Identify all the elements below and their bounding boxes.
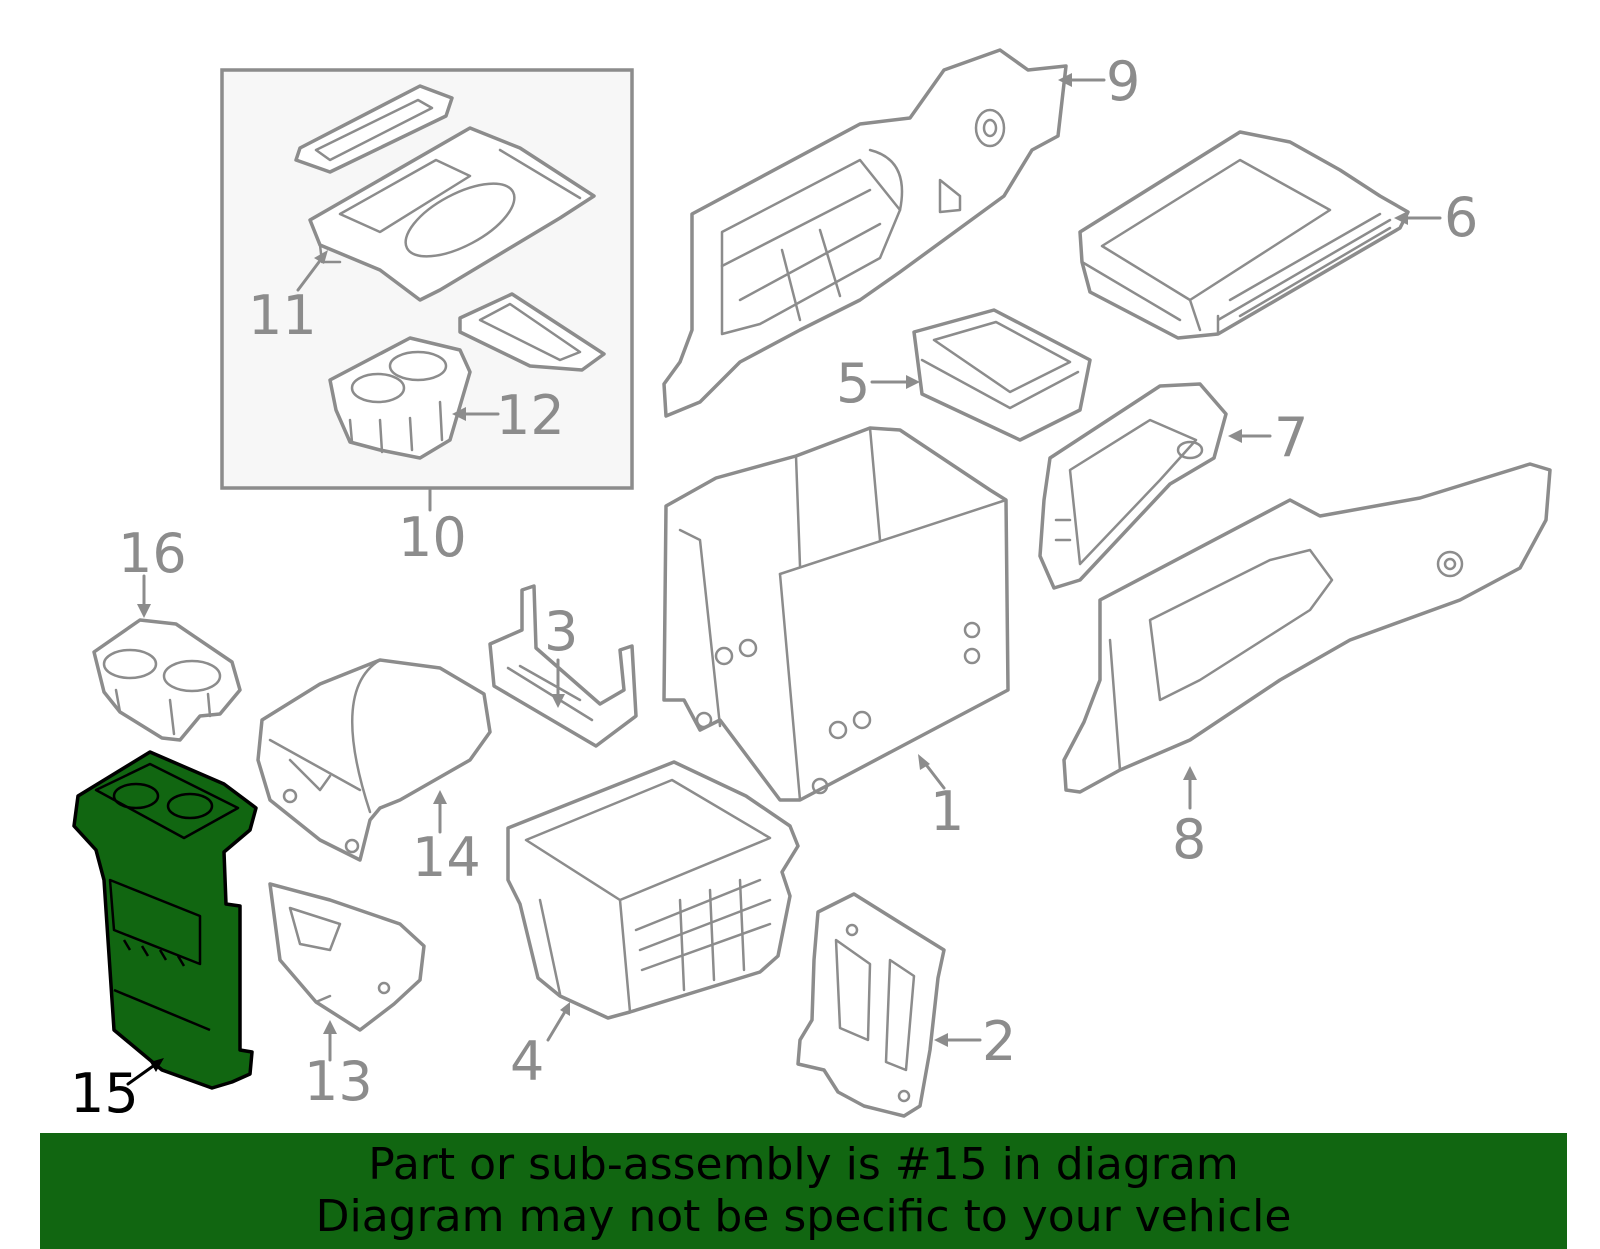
callout-13: 13 — [304, 1050, 373, 1113]
part-8-right-side-panel[interactable] — [1062, 462, 1552, 794]
callout-9: 9 — [1106, 50, 1140, 113]
callout-6: 6 — [1444, 186, 1478, 249]
callout-3: 3 — [544, 600, 578, 663]
part-5-small-tray[interactable] — [912, 308, 1092, 442]
banner-line-1: Part or sub-assembly is #15 in diagram — [368, 1139, 1239, 1190]
part-12-cup-holder[interactable] — [328, 292, 606, 460]
callout-5: 5 — [836, 352, 870, 415]
callout-labels: 9 6 7 5 1 8 2 3 4 14 13 11 12 10 16 15 — [70, 50, 1478, 1125]
callout-8: 8 — [1172, 808, 1206, 871]
part-14-armrest-lid[interactable] — [256, 658, 492, 862]
part-9-left-side-panel[interactable] — [662, 48, 1068, 418]
part-16-cup-holder[interactable] — [92, 618, 242, 742]
part-4-storage-bin[interactable] — [506, 760, 800, 1020]
part-13-cover[interactable] — [268, 882, 426, 1032]
part-2-bracket-plate[interactable] — [796, 892, 946, 1118]
part-6-storage-tray[interactable] — [1078, 130, 1410, 340]
callout-10: 10 — [398, 506, 467, 569]
part-1-console-body[interactable] — [662, 426, 1010, 802]
part-7-rear-panel[interactable] — [1038, 382, 1228, 590]
callout-14: 14 — [412, 826, 481, 889]
callout-16: 16 — [118, 522, 187, 585]
part-11-upper-trim[interactable] — [294, 84, 596, 302]
callout-2: 2 — [982, 1010, 1016, 1073]
callout-11: 11 — [248, 284, 317, 347]
leader-lines — [126, 73, 1442, 1086]
callout-12: 12 — [496, 384, 565, 447]
part-15-highlighted[interactable] — [72, 750, 258, 1090]
callout-1: 1 — [930, 780, 964, 843]
part-3-bracket[interactable] — [488, 584, 638, 748]
callout-15: 15 — [70, 1062, 139, 1125]
info-banner: Part or sub-assembly is #15 in diagram D… — [40, 1133, 1567, 1249]
callout-7: 7 — [1274, 406, 1308, 469]
banner-line-2: Diagram may not be specific to your vehi… — [315, 1191, 1292, 1242]
callout-4: 4 — [510, 1030, 544, 1093]
